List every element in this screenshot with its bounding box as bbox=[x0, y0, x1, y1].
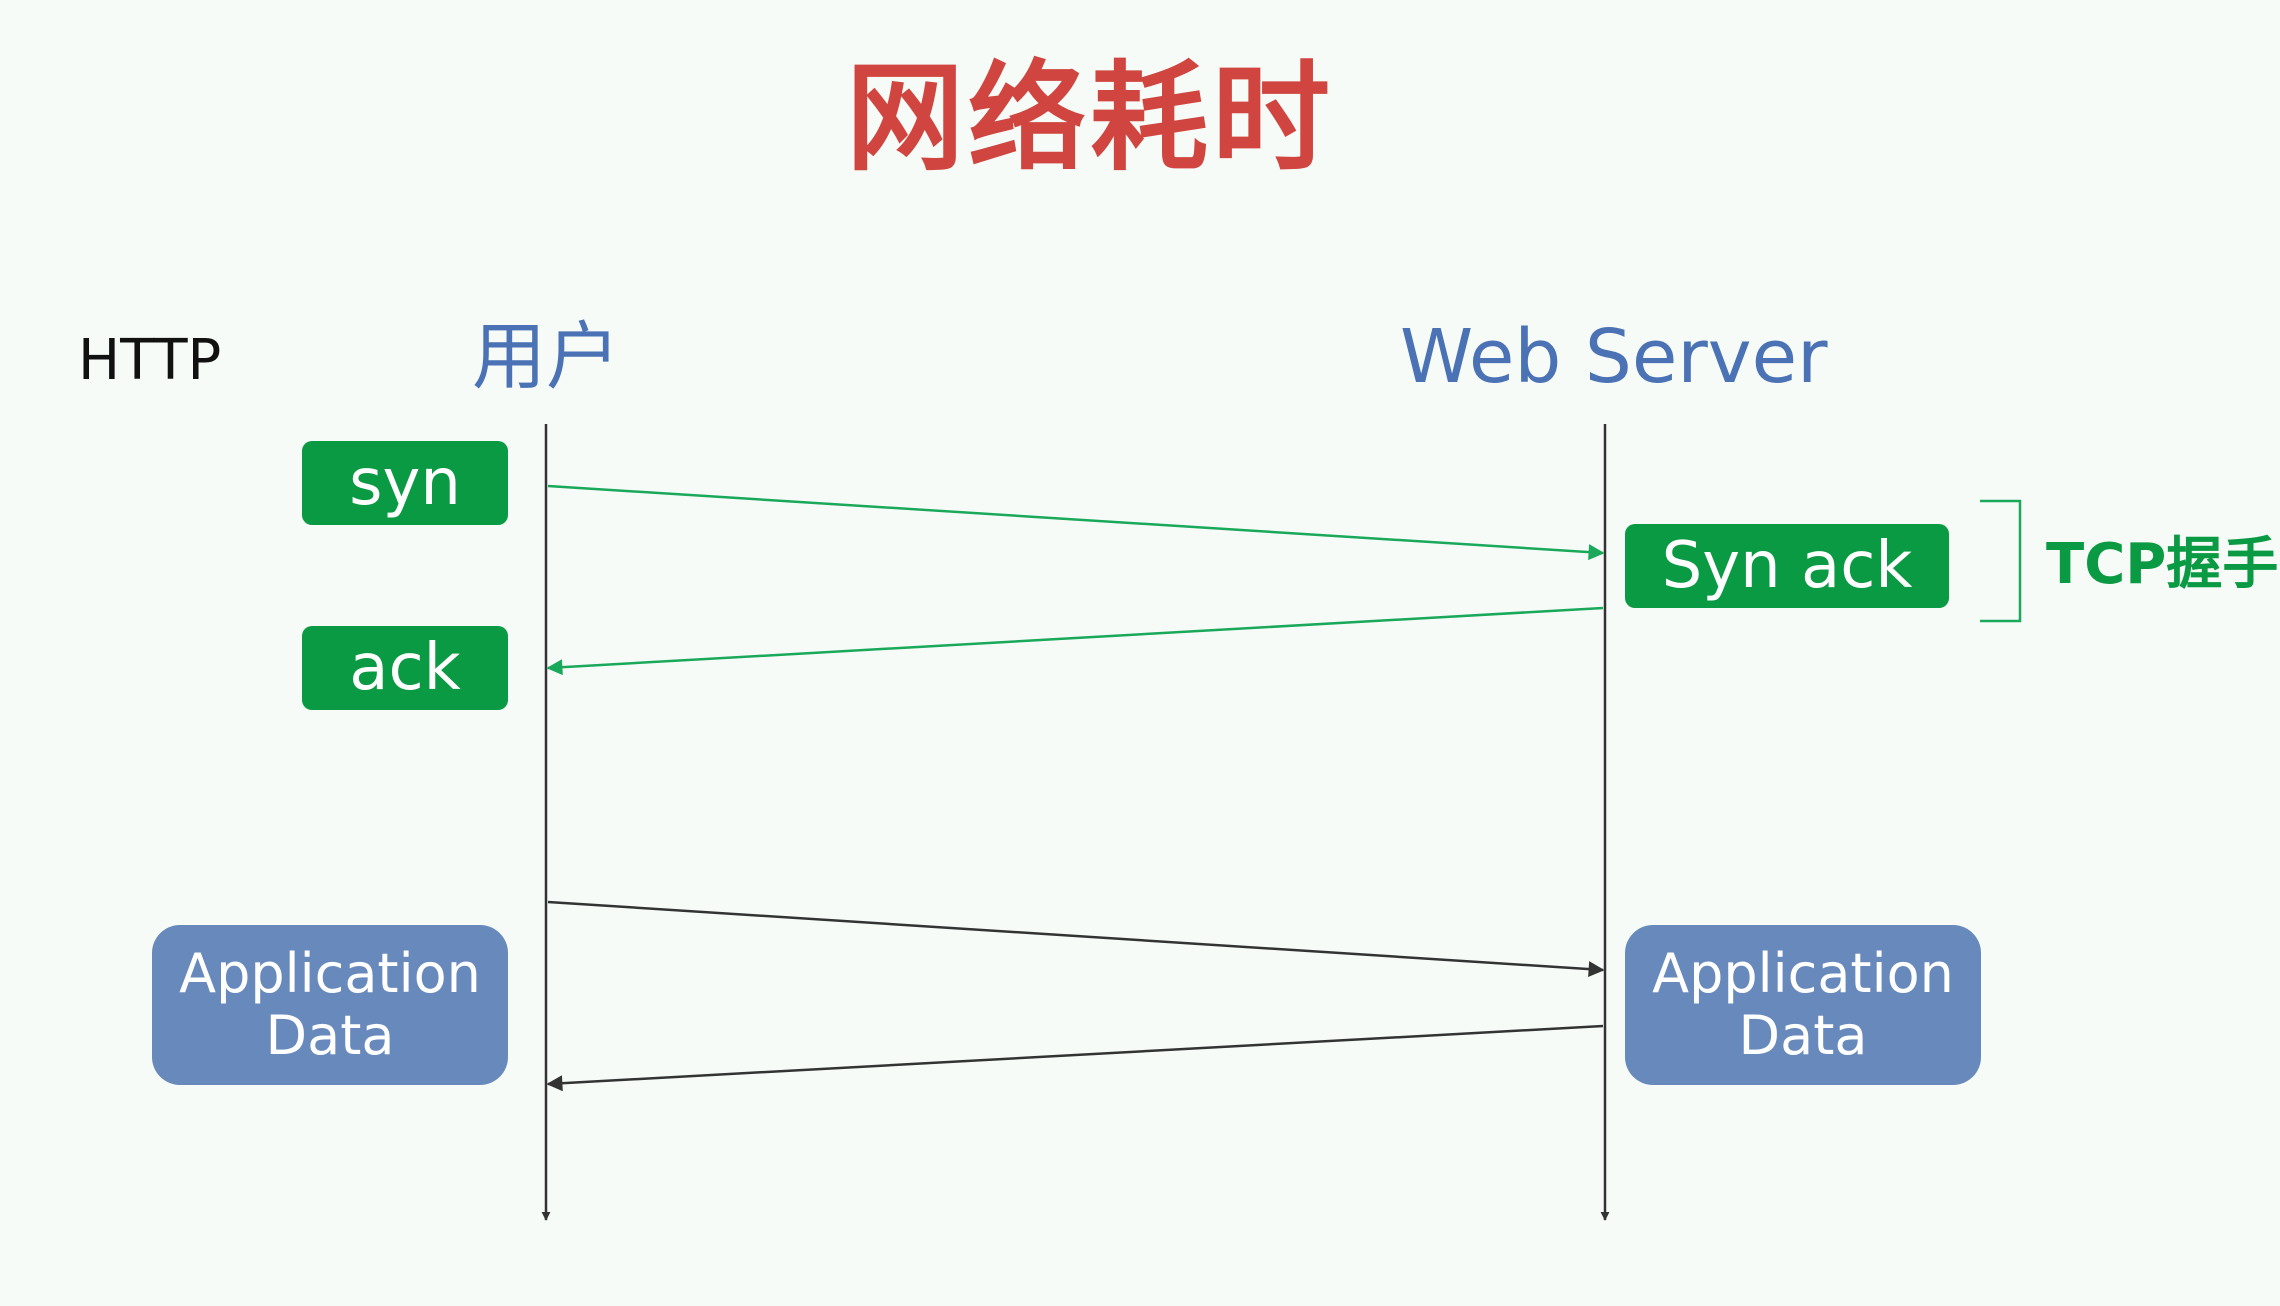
client-app-data-line2: Data bbox=[265, 1004, 395, 1067]
ack-label: ack bbox=[349, 631, 461, 705]
syn-ack-badge: Syn ack bbox=[1625, 524, 1949, 608]
client-application-data-box: Application Data bbox=[152, 925, 508, 1085]
syn-label: syn bbox=[349, 446, 461, 520]
slide-title: 网络耗时 bbox=[845, 49, 1334, 187]
server-application-data-box: Application Data bbox=[1625, 925, 1981, 1085]
actor-server-label: Web Server bbox=[1400, 314, 1828, 400]
syn-arrow bbox=[547, 484, 1605, 561]
server-app-data-line1: Application bbox=[1652, 942, 1954, 1005]
tcp-handshake-bracket bbox=[1980, 499, 2022, 623]
ack-badge: ack bbox=[302, 626, 508, 710]
actor-client-label: 用户 bbox=[472, 314, 620, 400]
tcp-handshake-label: TCP握手 bbox=[2046, 532, 2279, 597]
response-arrow bbox=[546, 1024, 1604, 1092]
protocol-label: HTTP bbox=[78, 328, 222, 393]
server-app-data-line2: Data bbox=[1738, 1004, 1868, 1067]
syn-badge: syn bbox=[302, 441, 508, 525]
request-arrow bbox=[547, 900, 1605, 978]
ack-arrow bbox=[546, 606, 1604, 676]
syn-ack-label: Syn ack bbox=[1661, 529, 1913, 603]
client-app-data-line1: Application bbox=[179, 942, 481, 1005]
